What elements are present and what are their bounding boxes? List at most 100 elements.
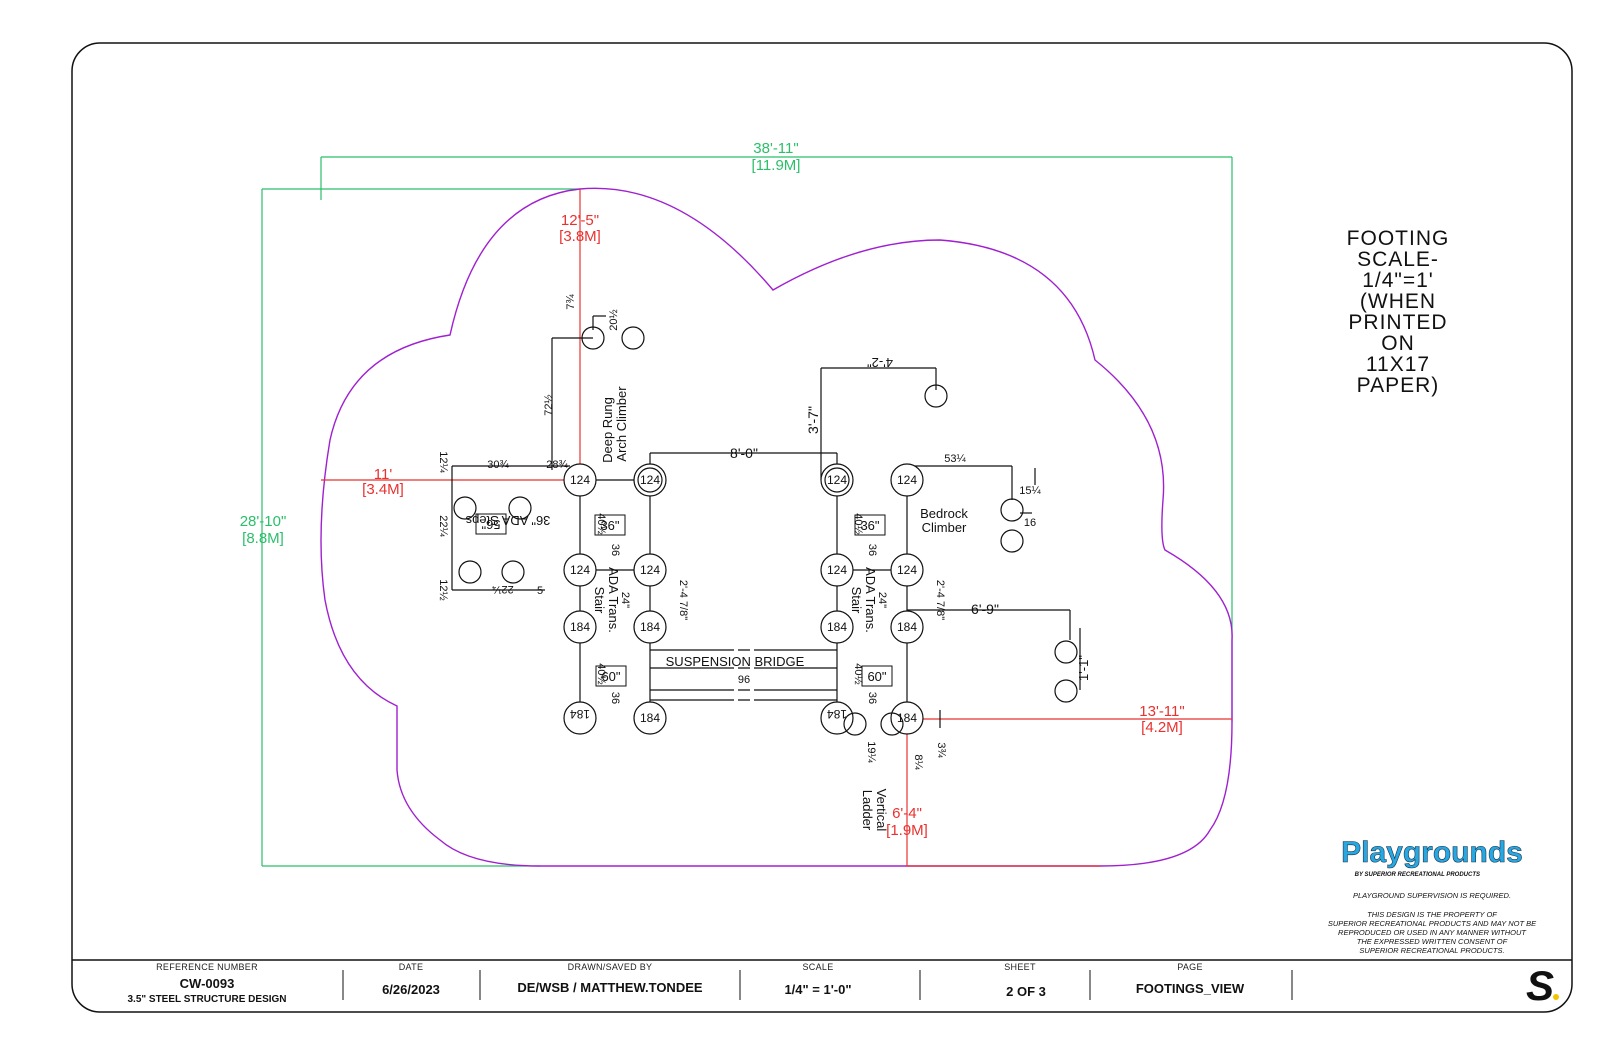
svg-text:28¾: 28¾ <box>546 459 568 471</box>
drawn-label: DRAWN/SAVED BY <box>568 962 653 972</box>
svg-text:7¾: 7¾ <box>565 294 577 310</box>
footing-post-labels: 124 124 124 124 124 124 124 124 184 184 … <box>570 473 918 725</box>
label-deep-rung-2: Arch Climber <box>614 386 629 462</box>
page-value: FOOTINGS_VIEW <box>1136 981 1245 996</box>
label-bridge-96: 96 <box>738 674 750 686</box>
scale-value: 1/4" = 1'-0" <box>784 982 851 997</box>
svg-text:184: 184 <box>570 620 590 634</box>
label-bedrock-1: Bedrock <box>920 506 968 521</box>
span-6-9: 6'-9" <box>971 601 999 617</box>
company-s-logo: S <box>1526 962 1559 1009</box>
deck-label-right-bottom: 60" <box>867 669 886 684</box>
svg-text:11X17: 11X17 <box>1366 353 1430 376</box>
footing-posts <box>563 463 924 735</box>
red-dim-top-m: [3.8M] <box>559 228 601 245</box>
svg-text:30¾: 30¾ <box>487 459 509 471</box>
overall-width-ft: 38'-11" <box>753 140 798 157</box>
ref-label: REFERENCE NUMBER <box>156 962 258 972</box>
svg-text:22¼: 22¼ <box>491 583 513 595</box>
red-dim-bottom-ft: 6'-4" <box>892 805 922 822</box>
red-dim-bottom-m: [1.9M] <box>886 822 928 839</box>
page-label: PAGE <box>1177 962 1203 972</box>
red-dim-left-ft: 11' <box>374 466 393 483</box>
svg-text:SCALE-: SCALE- <box>1357 248 1439 271</box>
svg-text:124: 124 <box>827 473 847 487</box>
overall-width-m: [11.9M] <box>752 157 801 174</box>
svg-text:40½: 40½ <box>852 513 864 534</box>
label-ada-steps: 36" ADA Steps <box>465 513 550 528</box>
ref-value: CW-0093 <box>180 976 235 991</box>
label-vertical-ladder-1: Vertical <box>874 789 889 832</box>
sheet-border <box>71 42 1573 1013</box>
brand-tagline: BY SUPERIOR RECREATIONAL PRODUCTS <box>1355 872 1480 878</box>
date-value: 6/26/2023 <box>382 982 440 997</box>
svg-text:36: 36 <box>866 544 878 556</box>
deck-label-left-top: 36" <box>600 518 619 533</box>
red-dimensions <box>321 189 1232 867</box>
overall-height-ft: 28'-10" <box>240 513 287 530</box>
label-ada-trans-left-2: Stair <box>592 587 607 614</box>
scale-label: SCALE <box>802 962 833 972</box>
svg-text:36: 36 <box>609 692 621 704</box>
svg-text:184: 184 <box>827 620 847 634</box>
span-4-2: 4'-2" <box>867 355 893 370</box>
drawn-value: DE/WSB / MATTHEW.TONDEE <box>517 980 702 995</box>
svg-text:PRINTED: PRINTED <box>1348 311 1447 334</box>
svg-text:36: 36 <box>609 544 621 556</box>
play-area-border <box>320 187 1233 867</box>
title-block: REFERENCE NUMBER CW-0093 3.5" STEEL STRU… <box>72 959 1572 1009</box>
svg-text:184: 184 <box>897 711 917 725</box>
svg-text:22¼: 22¼ <box>437 515 449 537</box>
red-dim-right-m: [4.2M] <box>1141 719 1183 736</box>
svg-text:184: 184 <box>570 707 590 721</box>
svg-text:20½: 20½ <box>608 309 620 330</box>
svg-text:3¾: 3¾ <box>935 742 947 758</box>
bridge-breaks <box>734 648 754 702</box>
svg-text:184: 184 <box>897 620 917 634</box>
notice-line: SUPERIOR RECREATIONAL PRODUCTS AND MAY N… <box>1328 919 1537 928</box>
svg-text:FOOTING: FOOTING <box>1347 227 1450 250</box>
label-deep-rung-1: Deep Rung <box>600 397 615 463</box>
notice-line: THE EXPRESSED WRITTEN CONSENT OF <box>1357 937 1508 946</box>
svg-text:124: 124 <box>640 563 660 577</box>
svg-text:12¼: 12¼ <box>437 451 449 473</box>
notice-line: SUPERIOR RECREATIONAL PRODUCTS. <box>1359 946 1504 955</box>
svg-text:8¼: 8¼ <box>912 754 924 770</box>
span-3-7: 3'-7" <box>805 406 821 434</box>
notice-line: THIS DESIGN IS THE PROPERTY OF <box>1367 910 1497 919</box>
svg-text:124: 124 <box>897 473 917 487</box>
svg-text:40½: 40½ <box>595 663 607 684</box>
label-ada-trans-right-1: ADA Trans. <box>863 567 878 633</box>
svg-text:184: 184 <box>640 711 660 725</box>
notice-line: REPRODUCED OR USED IN ANY MANNER WITHOUT <box>1338 928 1527 937</box>
label-24-right: 24" <box>876 592 888 608</box>
label-bedrock-2: Climber <box>922 520 967 535</box>
svg-text:184: 184 <box>827 707 847 721</box>
svg-text:19¼: 19¼ <box>865 741 877 763</box>
svg-text:124: 124 <box>570 473 590 487</box>
svg-text:12½: 12½ <box>437 579 449 600</box>
ref-sub: 3.5" STEEL STRUCTURE DESIGN <box>127 994 286 1005</box>
deck-markers <box>475 513 893 687</box>
label-vertical-ladder-2: Ladder <box>860 790 875 831</box>
label-24-left: 24" <box>619 592 631 608</box>
svg-text:124: 124 <box>827 563 847 577</box>
accessory-footings <box>453 326 1078 736</box>
svg-text:PAPER): PAPER) <box>1357 374 1440 397</box>
small-dimension-labels: 7¾ 20½ 72½ 28¾ 30¾ 12¼ 22¼ 22¼ 12½ 5 40½… <box>437 294 1042 771</box>
label-suspension-bridge: SUSPENSION BRIDGE <box>666 654 805 669</box>
svg-text:(WHEN: (WHEN <box>1360 290 1436 313</box>
svg-text:53¼: 53¼ <box>944 453 966 465</box>
svg-text:124: 124 <box>640 473 660 487</box>
sheet-value: 2 OF 3 <box>1006 984 1046 999</box>
label-ada-trans-left-1: ADA Trans. <box>606 567 621 633</box>
svg-text:40½: 40½ <box>595 513 607 534</box>
brand-block: Playgrounds BY SUPERIOR RECREATIONAL PRO… <box>1328 836 1537 955</box>
span-8-0: 8'-0" <box>730 445 758 461</box>
label-ada-trans-right-2: Stair <box>849 587 864 614</box>
svg-text:S: S <box>1526 962 1554 1009</box>
scale-note: FOOTING SCALE- 1/4"=1' (WHEN PRINTED ON … <box>1347 227 1450 397</box>
red-dim-left-m: [3.4M] <box>362 481 404 498</box>
overall-dimension-frame <box>261 156 1233 867</box>
svg-text:184: 184 <box>640 620 660 634</box>
